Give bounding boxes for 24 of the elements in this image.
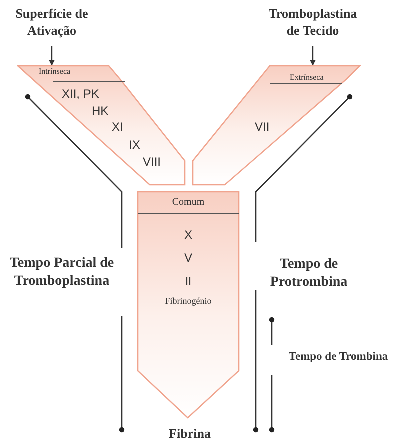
factor-label: Fibrinogénio	[164, 297, 213, 307]
arrow	[310, 46, 316, 66]
panel-heading: Comum	[171, 197, 206, 208]
panel-heading: Intrínseca	[39, 68, 71, 77]
result-label: Fibrina	[168, 426, 212, 443]
pathway-panel	[192, 65, 362, 187]
pathway-panel	[137, 191, 240, 420]
factor-label: XI	[112, 121, 124, 134]
test-label: Tempo de Trombina	[288, 350, 390, 365]
pathway-panel	[17, 65, 187, 187]
factor-label: X	[183, 229, 194, 242]
test-label: Tempo de Protrombina	[269, 256, 349, 292]
factor-label: V	[183, 252, 194, 266]
panel-heading: Extrínseca	[290, 74, 324, 83]
factor-label: HK	[92, 105, 109, 118]
factor-label: VIII	[143, 156, 162, 170]
factor-label: II	[184, 276, 193, 288]
source-label: Tromboplastina de Tecido	[268, 6, 358, 40]
source-label: Superfície de Ativação	[14, 6, 90, 40]
factor-label: IX	[129, 139, 140, 152]
test-label: Tempo Parcial de Tromboplastina	[8, 255, 116, 292]
arrow	[49, 46, 55, 66]
factor-label: XII, PK	[62, 88, 100, 102]
factor-label: VII	[255, 121, 270, 134]
